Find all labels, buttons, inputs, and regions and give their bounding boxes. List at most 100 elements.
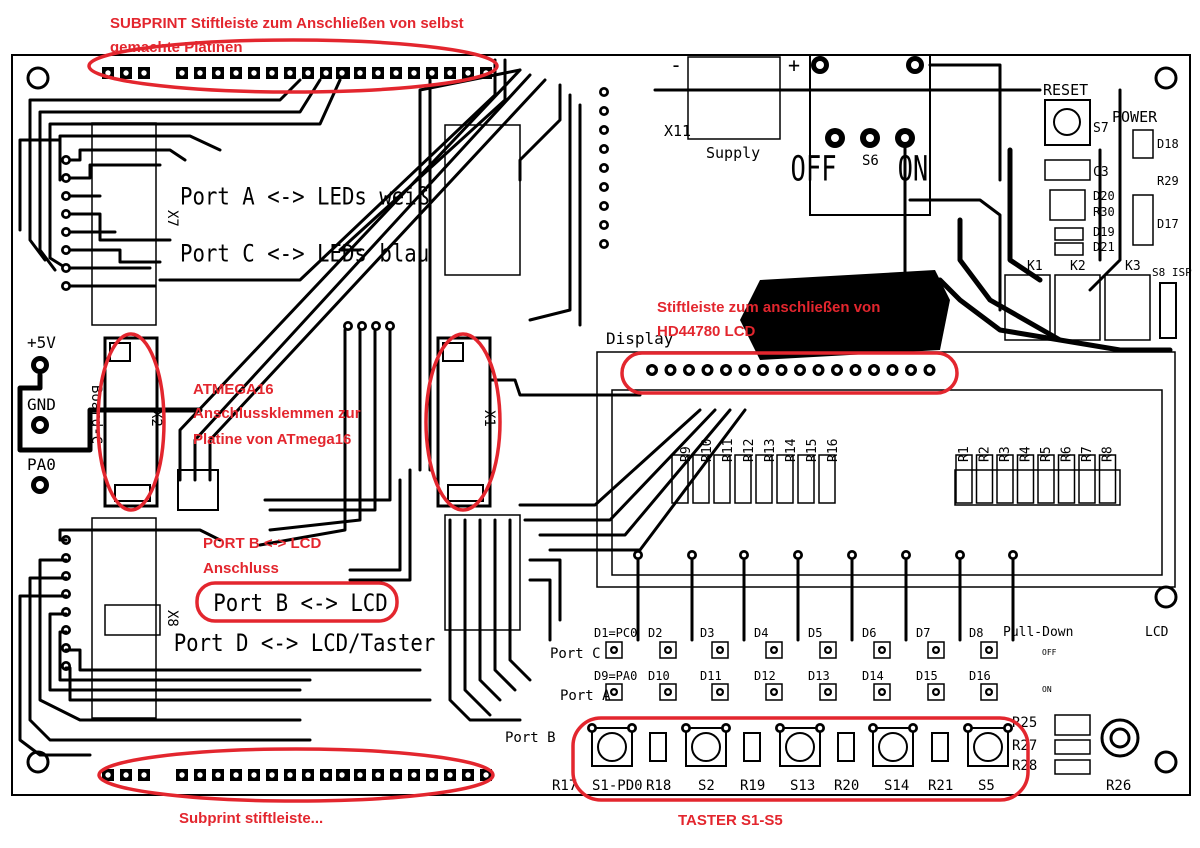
resistor-label: R7 — [1080, 446, 1095, 462]
led-label: D9=PA0 — [594, 669, 637, 683]
note-lcd-header-1: Stiftleiste zum anschließen von — [657, 299, 880, 316]
led-outline — [659, 683, 677, 701]
resistor-label: R2 — [978, 446, 993, 462]
left-power-pads — [17, 356, 203, 494]
pad-hole — [601, 127, 607, 133]
pad-hole — [105, 70, 111, 76]
r17-label: R17 — [552, 778, 577, 794]
pad-hole — [141, 70, 147, 76]
pad-hole — [63, 247, 69, 253]
pad-hole — [666, 690, 670, 694]
led-outline — [980, 641, 998, 659]
resistor-box — [837, 732, 855, 762]
switch-button — [973, 732, 1003, 762]
c3-label: C3 — [1093, 165, 1109, 180]
led-outline — [765, 683, 783, 701]
d20-label: D20 — [1093, 189, 1115, 203]
pad-hole — [339, 70, 345, 76]
led-outline — [819, 683, 837, 701]
switch-button — [878, 732, 908, 762]
reset-label: RESET — [1043, 81, 1088, 99]
display-label: Display — [606, 329, 674, 348]
pad-hole — [987, 690, 991, 694]
led-label: D14 — [862, 669, 884, 683]
pad-hole — [197, 772, 203, 778]
port-a-label: Port A <-> LEDs weiß — [180, 183, 429, 211]
pad-hole — [667, 367, 674, 373]
pad-hole — [357, 70, 363, 76]
pad-hole — [880, 648, 884, 652]
s7-label: S7 — [1093, 121, 1109, 136]
pad-hole — [339, 772, 345, 778]
led-outline — [927, 683, 945, 701]
pad-hole — [373, 323, 379, 329]
pad-hole — [287, 772, 293, 778]
pad-hole — [465, 70, 471, 76]
pad-hole — [880, 690, 884, 694]
pulldown-off-label: OFF — [1042, 648, 1057, 657]
x2-label: X2 — [148, 410, 164, 427]
pad-hole — [233, 70, 239, 76]
led-label: D1=PC0 — [594, 626, 637, 640]
led-label: D5 — [808, 626, 822, 640]
highlight-x1 — [424, 332, 502, 512]
resistor-label: R10 — [700, 439, 715, 462]
led-label: D2 — [648, 626, 662, 640]
pad-hole — [718, 648, 722, 652]
resistor-label: R15 — [805, 439, 820, 462]
pa0-label: PA0 — [27, 455, 56, 474]
gnd-label: GND — [27, 395, 56, 414]
pad-hole — [760, 367, 766, 373]
led-label: D15 — [916, 669, 938, 683]
note-atmega-3: Platine von ATmega16 — [193, 431, 351, 448]
x11-label: X11 — [664, 122, 691, 140]
port-c-label: Port C <-> LEDs blau — [180, 240, 429, 268]
pad-hole — [612, 648, 616, 652]
highlight-taster — [571, 716, 1030, 802]
resistor-box — [755, 454, 773, 504]
resistor-box — [743, 732, 761, 762]
led-outline — [927, 641, 945, 659]
pad-hole — [686, 367, 692, 373]
middle-connector-bus — [444, 124, 747, 722]
pad-hole — [215, 70, 221, 76]
pad-hole — [1005, 725, 1011, 731]
resistor-label: R6 — [1060, 446, 1075, 462]
pad-hole — [141, 772, 147, 778]
resistor-box — [649, 732, 667, 762]
x8-label: X8 — [164, 610, 180, 627]
pad-hole — [375, 772, 381, 778]
pad-hole — [63, 283, 69, 289]
pad-hole — [345, 323, 351, 329]
supply-label: Supply — [706, 144, 760, 162]
r28-label: R28 — [1012, 758, 1037, 774]
k1-label: K1 — [1027, 259, 1043, 274]
pad-hole — [629, 725, 635, 731]
note-lcd-header-2: HD44780 LCD — [657, 323, 756, 340]
led-label: D16 — [969, 669, 991, 683]
pad-hole — [287, 70, 293, 76]
pad-hole — [601, 108, 607, 114]
r30-label: R30 — [1093, 205, 1115, 219]
pad-hole — [965, 725, 971, 731]
minus-label: - — [670, 53, 682, 77]
led-label: D7 — [916, 626, 930, 640]
pad-hole — [359, 323, 365, 329]
pad-column — [343, 87, 609, 687]
bottom-subprint-header — [102, 769, 492, 781]
d21-label: D21 — [1093, 240, 1115, 254]
isp-label: S8 ISP — [1152, 266, 1192, 279]
note-subprint-top-1: SUBPRINT Stiftleiste zum Anschließen von… — [110, 15, 464, 32]
resistor-box — [692, 454, 710, 504]
note-atmega-1: ATMEGA16 — [193, 381, 274, 398]
highlight-port-b — [195, 581, 399, 623]
pad-hole — [63, 157, 69, 163]
pad-hole — [871, 367, 877, 373]
pad-hole — [903, 552, 909, 558]
pad-hole — [323, 772, 329, 778]
led-outline — [873, 683, 891, 701]
switch-label: R18 — [646, 778, 671, 794]
led-label: D8 — [969, 626, 983, 640]
resistor-box — [671, 454, 689, 504]
